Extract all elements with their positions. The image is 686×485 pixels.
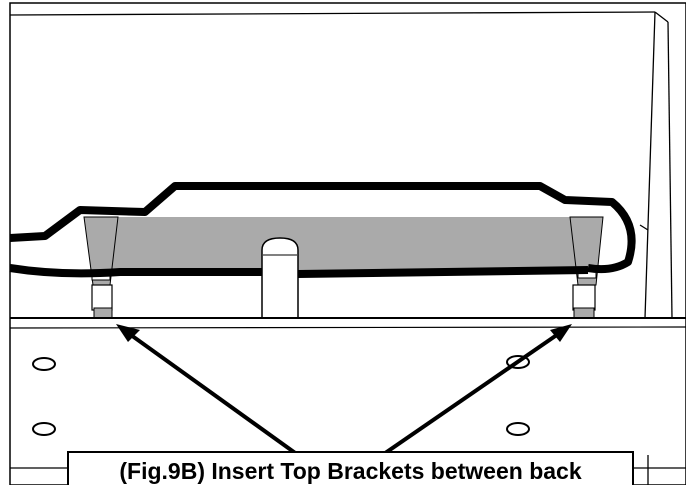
- top-rail-outline: [9, 182, 636, 274]
- left-arrow: [122, 328, 300, 457]
- corner-marks: [10, 455, 686, 485]
- right-arrowhead: [550, 324, 572, 342]
- lower-rail-right: [297, 266, 589, 278]
- back-panel: [9, 11, 673, 319]
- left-arrowhead: [116, 324, 140, 342]
- right-arrow: [376, 328, 566, 460]
- center-post: [261, 237, 299, 319]
- figure-caption: (Fig.9B) Insert Top Brackets between bac…: [67, 451, 634, 485]
- callout-arrows: [116, 324, 572, 460]
- lower-rail-left: [9, 264, 262, 278]
- top-shelf-band: [100, 217, 598, 270]
